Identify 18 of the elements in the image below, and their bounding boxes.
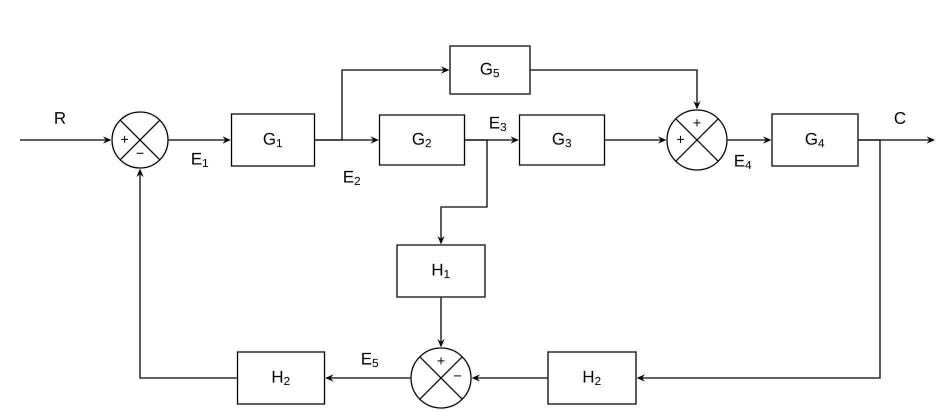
signal-label: C: [894, 112, 906, 124]
signal-label: E$_{5}$: [362, 352, 378, 368]
summing-junction: + +: [666, 109, 728, 171]
block-box: H$_{2}$: [236, 351, 326, 405]
block-box: G$_{3}$: [518, 114, 606, 166]
signal-label: E$_{2}$: [344, 170, 360, 186]
block-box: G$_{2}$: [378, 114, 466, 166]
signal-label: E$_{1}$: [192, 152, 208, 168]
summing-junction: + −: [111, 111, 169, 169]
block-box: H$_{1}$: [396, 244, 486, 298]
block-box: H$_{2}$: [547, 351, 637, 405]
signal-label: E$_{4}$: [735, 154, 752, 170]
block-box: G$_{5}$: [449, 45, 531, 95]
signal-label: R: [55, 112, 66, 124]
block-box: G$_{1}$: [230, 113, 316, 167]
summing-junction: + −: [410, 347, 472, 409]
block-box: G$_{4}$: [771, 113, 859, 167]
signal-label: E$_{3}$: [490, 116, 506, 132]
